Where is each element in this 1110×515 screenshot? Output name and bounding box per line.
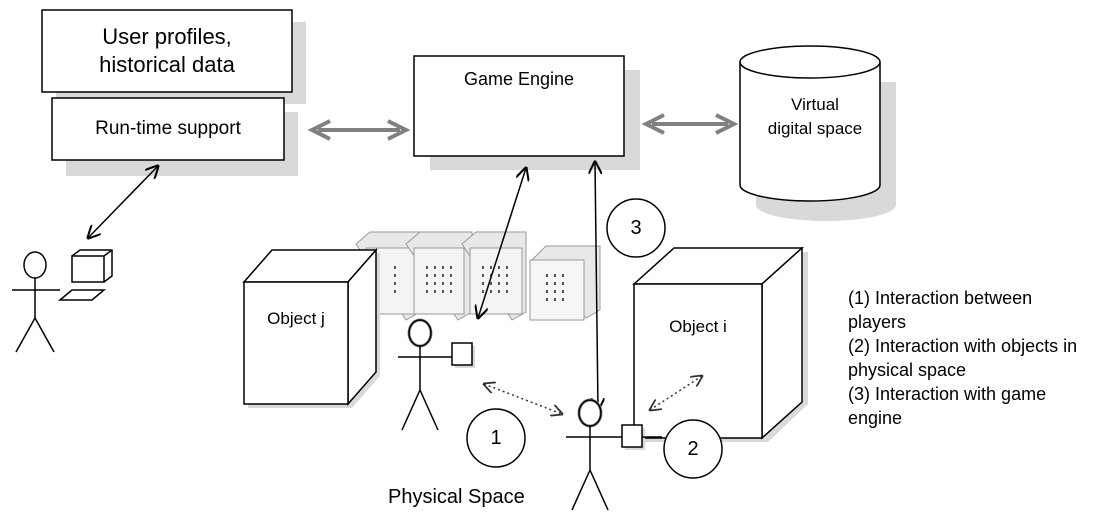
engine-virtual-double-arrow [641,113,739,135]
object-j-cube [242,248,380,408]
object-i-cube [632,246,808,442]
player-engine-arrow [595,162,598,410]
panel-2 [405,231,473,321]
remote-user-figure [12,251,60,353]
game-engine-label: Game Engine [463,69,575,89]
player-interaction-arrow [484,384,562,414]
runtime-support-label: Run-time support [95,118,241,139]
circle-1-label: 1 [490,427,502,449]
legend-line: physical space [848,360,967,380]
panel-3 [461,231,527,321]
circle-3-label: 3 [630,217,642,239]
circle-2-label: 2 [687,438,699,460]
player-1-figure [398,318,475,431]
game-engine-box [413,55,640,170]
panel-engine-arrow [478,168,526,318]
object-interaction-arrow [650,376,702,410]
legend-line: (1) Interaction between [848,288,1033,308]
runtime-engine-double-arrow [307,119,411,141]
circle-3 [606,198,666,258]
panel-4 [529,245,601,321]
user-profiles-box [41,9,306,104]
legend: (1) Interaction between players (2) Inte… [848,286,1077,430]
computer-icon [57,249,113,301]
legend-line: (3) Interaction with game [848,384,1047,404]
runtime-support-box [51,97,298,176]
legend-line: players [848,312,907,332]
user-runtime-arrow [88,166,158,238]
virtual-space-label: Virtual digital space [767,95,863,138]
user-profiles-label: User profiles, historical data [99,24,235,77]
player-2-figure [566,398,662,511]
object-i-label: Object i [669,317,727,336]
circle-2 [663,419,723,479]
object-j-label: Object j [267,309,325,328]
legend-line: engine [848,408,903,428]
physical-space-label: Physical Space [388,486,525,508]
legend-line: (2) Interaction with objects in [848,336,1078,356]
virtual-space-cylinder [739,45,896,221]
circle-1 [466,408,526,468]
